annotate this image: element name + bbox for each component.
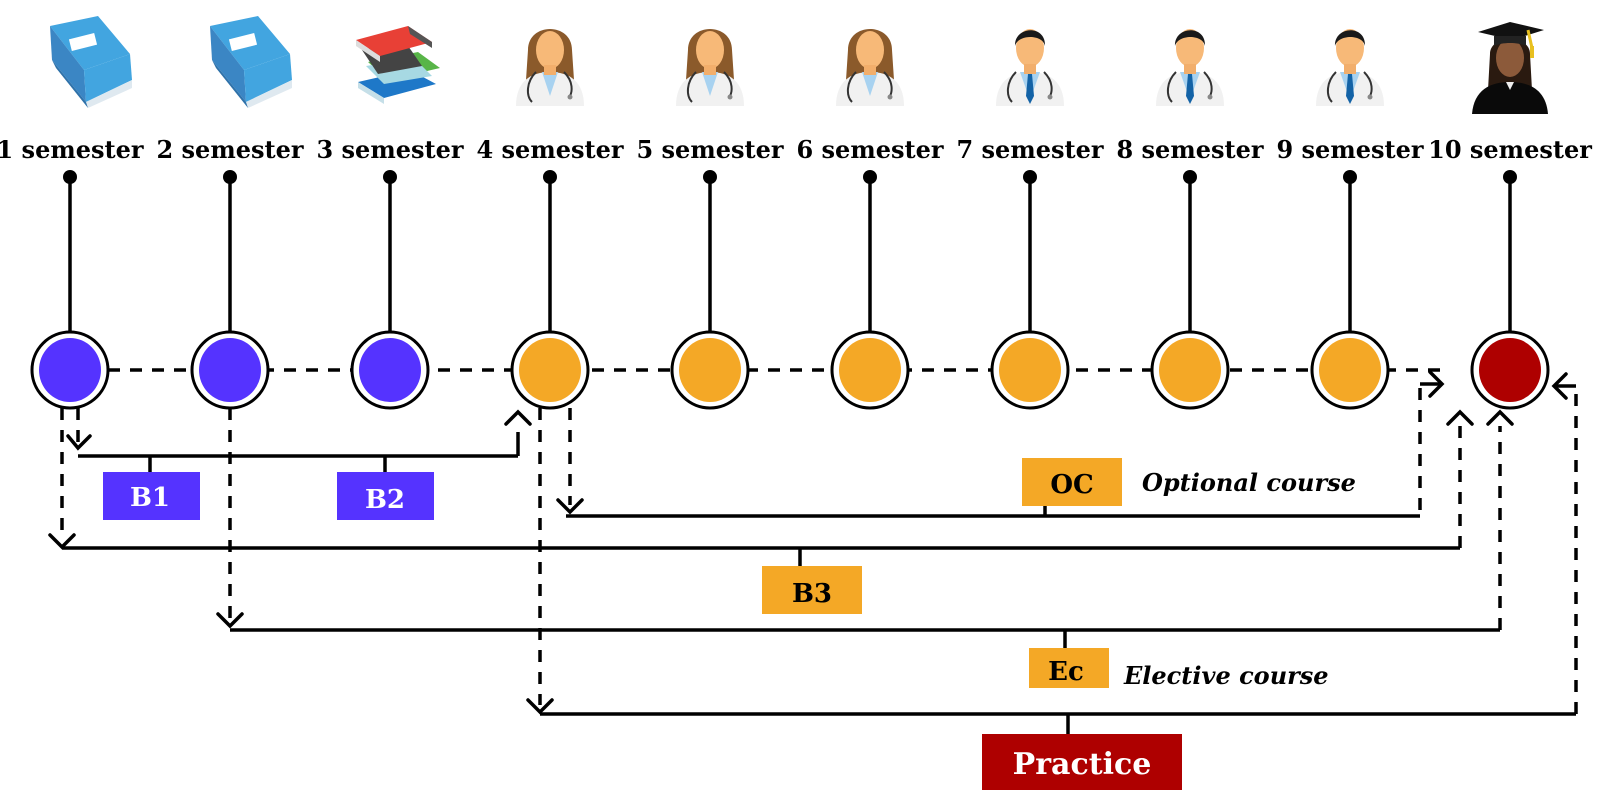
b1-label: B1 bbox=[130, 483, 170, 513]
male-doctor-icon bbox=[1315, 28, 1385, 107]
practice-box bbox=[982, 734, 1182, 790]
female-doctor-icon bbox=[675, 28, 745, 107]
male-doctor-icon bbox=[1155, 28, 1225, 107]
semester-node bbox=[350, 330, 430, 410]
oc-label: OC bbox=[1050, 470, 1093, 500]
optional-course-note: Optional course bbox=[1142, 468, 1356, 497]
semester-label: 4 semester bbox=[476, 135, 623, 164]
blue-book-icon bbox=[210, 16, 292, 108]
ec-label: Ec bbox=[1048, 657, 1084, 687]
male-doctor-icon bbox=[995, 28, 1065, 107]
female-doctor-icon bbox=[515, 28, 585, 107]
semester-node bbox=[30, 330, 110, 410]
semester-label: 7 semester bbox=[956, 135, 1103, 164]
semester-node bbox=[1470, 330, 1550, 410]
semester-label: 2 semester bbox=[156, 135, 303, 164]
stack-of-books-icon bbox=[356, 26, 440, 104]
semester-labels: 1 semester 2 semester 3 semester 4 semester… bbox=[0, 135, 1592, 164]
semester-node bbox=[990, 330, 1070, 410]
semester-node bbox=[670, 330, 750, 410]
b3-bracket bbox=[48, 408, 1474, 566]
blue-book-icon bbox=[50, 16, 132, 108]
semester-label: 10 semester bbox=[1428, 135, 1592, 164]
practice-bracket bbox=[526, 372, 1578, 734]
semester-stems bbox=[63, 170, 1517, 334]
semester-node bbox=[1150, 330, 1230, 410]
ec-box bbox=[1029, 648, 1109, 688]
semester-label: 8 semester bbox=[1116, 135, 1263, 164]
b2-box bbox=[337, 472, 434, 520]
semester-label: 9 semester bbox=[1276, 135, 1423, 164]
semester-icons bbox=[50, 16, 1550, 116]
semester-label: 6 semester bbox=[796, 135, 943, 164]
semester-node bbox=[830, 330, 910, 410]
ec-bracket bbox=[216, 408, 1514, 648]
semester-node bbox=[1310, 330, 1390, 410]
oc-bracket bbox=[556, 370, 1445, 518]
elective-course-note: Elective course bbox=[1123, 661, 1329, 690]
b3-box bbox=[762, 566, 862, 614]
b3-label: B3 bbox=[792, 579, 832, 609]
semester-nodes bbox=[30, 330, 1550, 410]
graduate-icon bbox=[1470, 20, 1550, 116]
semester-node bbox=[190, 330, 270, 410]
oc-box bbox=[1022, 458, 1122, 506]
b2-label: B2 bbox=[365, 485, 405, 515]
b1-box bbox=[103, 472, 200, 520]
practice-label: Practice bbox=[1013, 747, 1152, 782]
female-doctor-icon bbox=[835, 28, 905, 107]
b-bracket-b1-b2 bbox=[66, 408, 532, 472]
semester-label: 5 semester bbox=[636, 135, 783, 164]
semester-node bbox=[510, 330, 590, 410]
semester-label: 1 semester bbox=[0, 135, 144, 164]
semester-label: 3 semester bbox=[316, 135, 463, 164]
